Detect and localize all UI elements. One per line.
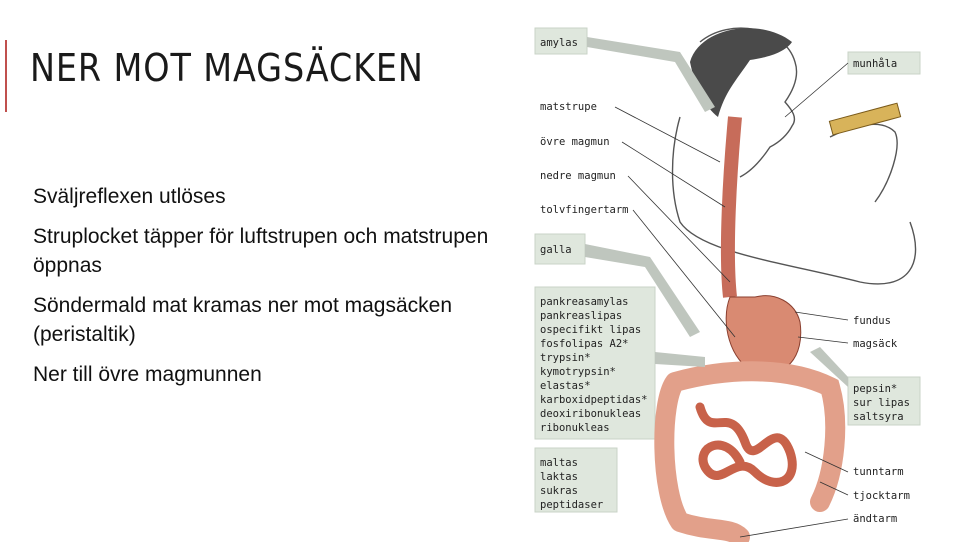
label-matstrupe: matstrupe — [540, 101, 597, 113]
slide-title: NER MOT MAGSÄCKEN — [30, 46, 424, 90]
label-nedre-magmun: nedre magmun — [540, 170, 616, 182]
enzyme-label: sukras — [540, 485, 578, 497]
enzyme-label: fosfolipas A2* — [540, 338, 629, 350]
intestinal-enzyme-list: maltas laktas sukras peptidaser — [540, 457, 603, 511]
grey-arrows — [585, 37, 848, 387]
enzyme-label: karboxidpeptidas* — [540, 394, 647, 406]
label-box-stomach-enzymes — [847, 376, 921, 426]
bullet-item: Struplocket täpper för luftstrupen och m… — [33, 225, 489, 277]
food-bar — [828, 102, 902, 136]
enzyme-label: peptidaser — [540, 499, 603, 511]
label-tolvfingertarm: tolvfingertarm — [540, 204, 629, 216]
enzyme-label: ospecifikt lipas — [540, 324, 641, 336]
esophagus-shape — [720, 116, 742, 298]
bullet-item: Ner till övre magmunnen — [33, 363, 262, 386]
label-galla: galla — [540, 244, 572, 256]
enzyme-label: deoxiribonukleas — [540, 408, 641, 420]
label-andtarm: ändtarm — [853, 513, 897, 525]
enzyme-label: kymotrypsin* — [540, 366, 616, 378]
label-box-galla — [534, 233, 586, 265]
title-accent-bar — [5, 40, 7, 112]
label-magsack: magsäck — [853, 338, 898, 350]
label-tunntarm: tunntarm — [853, 466, 904, 478]
enzyme-label: maltas — [540, 457, 578, 469]
enzyme-label: pankreasamylas — [540, 296, 629, 308]
label-box-intestinal-enzymes — [534, 447, 618, 513]
stomach-enzyme-list: pepsin* sur lipas saltsyra — [853, 383, 910, 423]
enzyme-label: elastas* — [540, 380, 591, 392]
label-ovre-magmun: övre magmun — [540, 136, 610, 148]
label-box-amylas — [534, 27, 588, 55]
pancreas-enzyme-list: pankreasamylas pankreaslipas ospecifikt … — [540, 296, 647, 434]
bullet-item: Sväljreflexen utlöses — [33, 185, 226, 208]
enzyme-label: sur lipas — [853, 397, 910, 409]
enzyme-label: pepsin* — [853, 383, 897, 395]
enzyme-label: saltsyra — [853, 411, 904, 423]
label-fundus: fundus — [853, 315, 891, 327]
bullet-item: Söndermald mat kramas ner mot magsäcken … — [33, 294, 453, 346]
enzyme-label: pankreaslipas — [540, 310, 622, 322]
large-intestine-shape — [654, 361, 846, 542]
bullet-list: Sväljreflexen utlöses Struplocket täpper… — [33, 182, 513, 400]
hair-shape — [690, 28, 792, 117]
enzyme-label: ribonukleas — [540, 422, 610, 434]
enzyme-label: trypsin* — [540, 352, 591, 364]
label-tjocktarm: tjocktarm — [853, 490, 910, 502]
label-box-pancreas-enzymes — [534, 286, 656, 440]
label-amylas: amylas — [540, 37, 578, 49]
leader-lines — [614, 62, 849, 538]
enzyme-label: laktas — [540, 471, 578, 483]
digestive-system-illustration: amylas matstrupe övre magmun nedre magmu… — [534, 27, 921, 542]
small-intestine-shape — [695, 402, 797, 487]
label-munhala: munhåla — [853, 57, 897, 70]
